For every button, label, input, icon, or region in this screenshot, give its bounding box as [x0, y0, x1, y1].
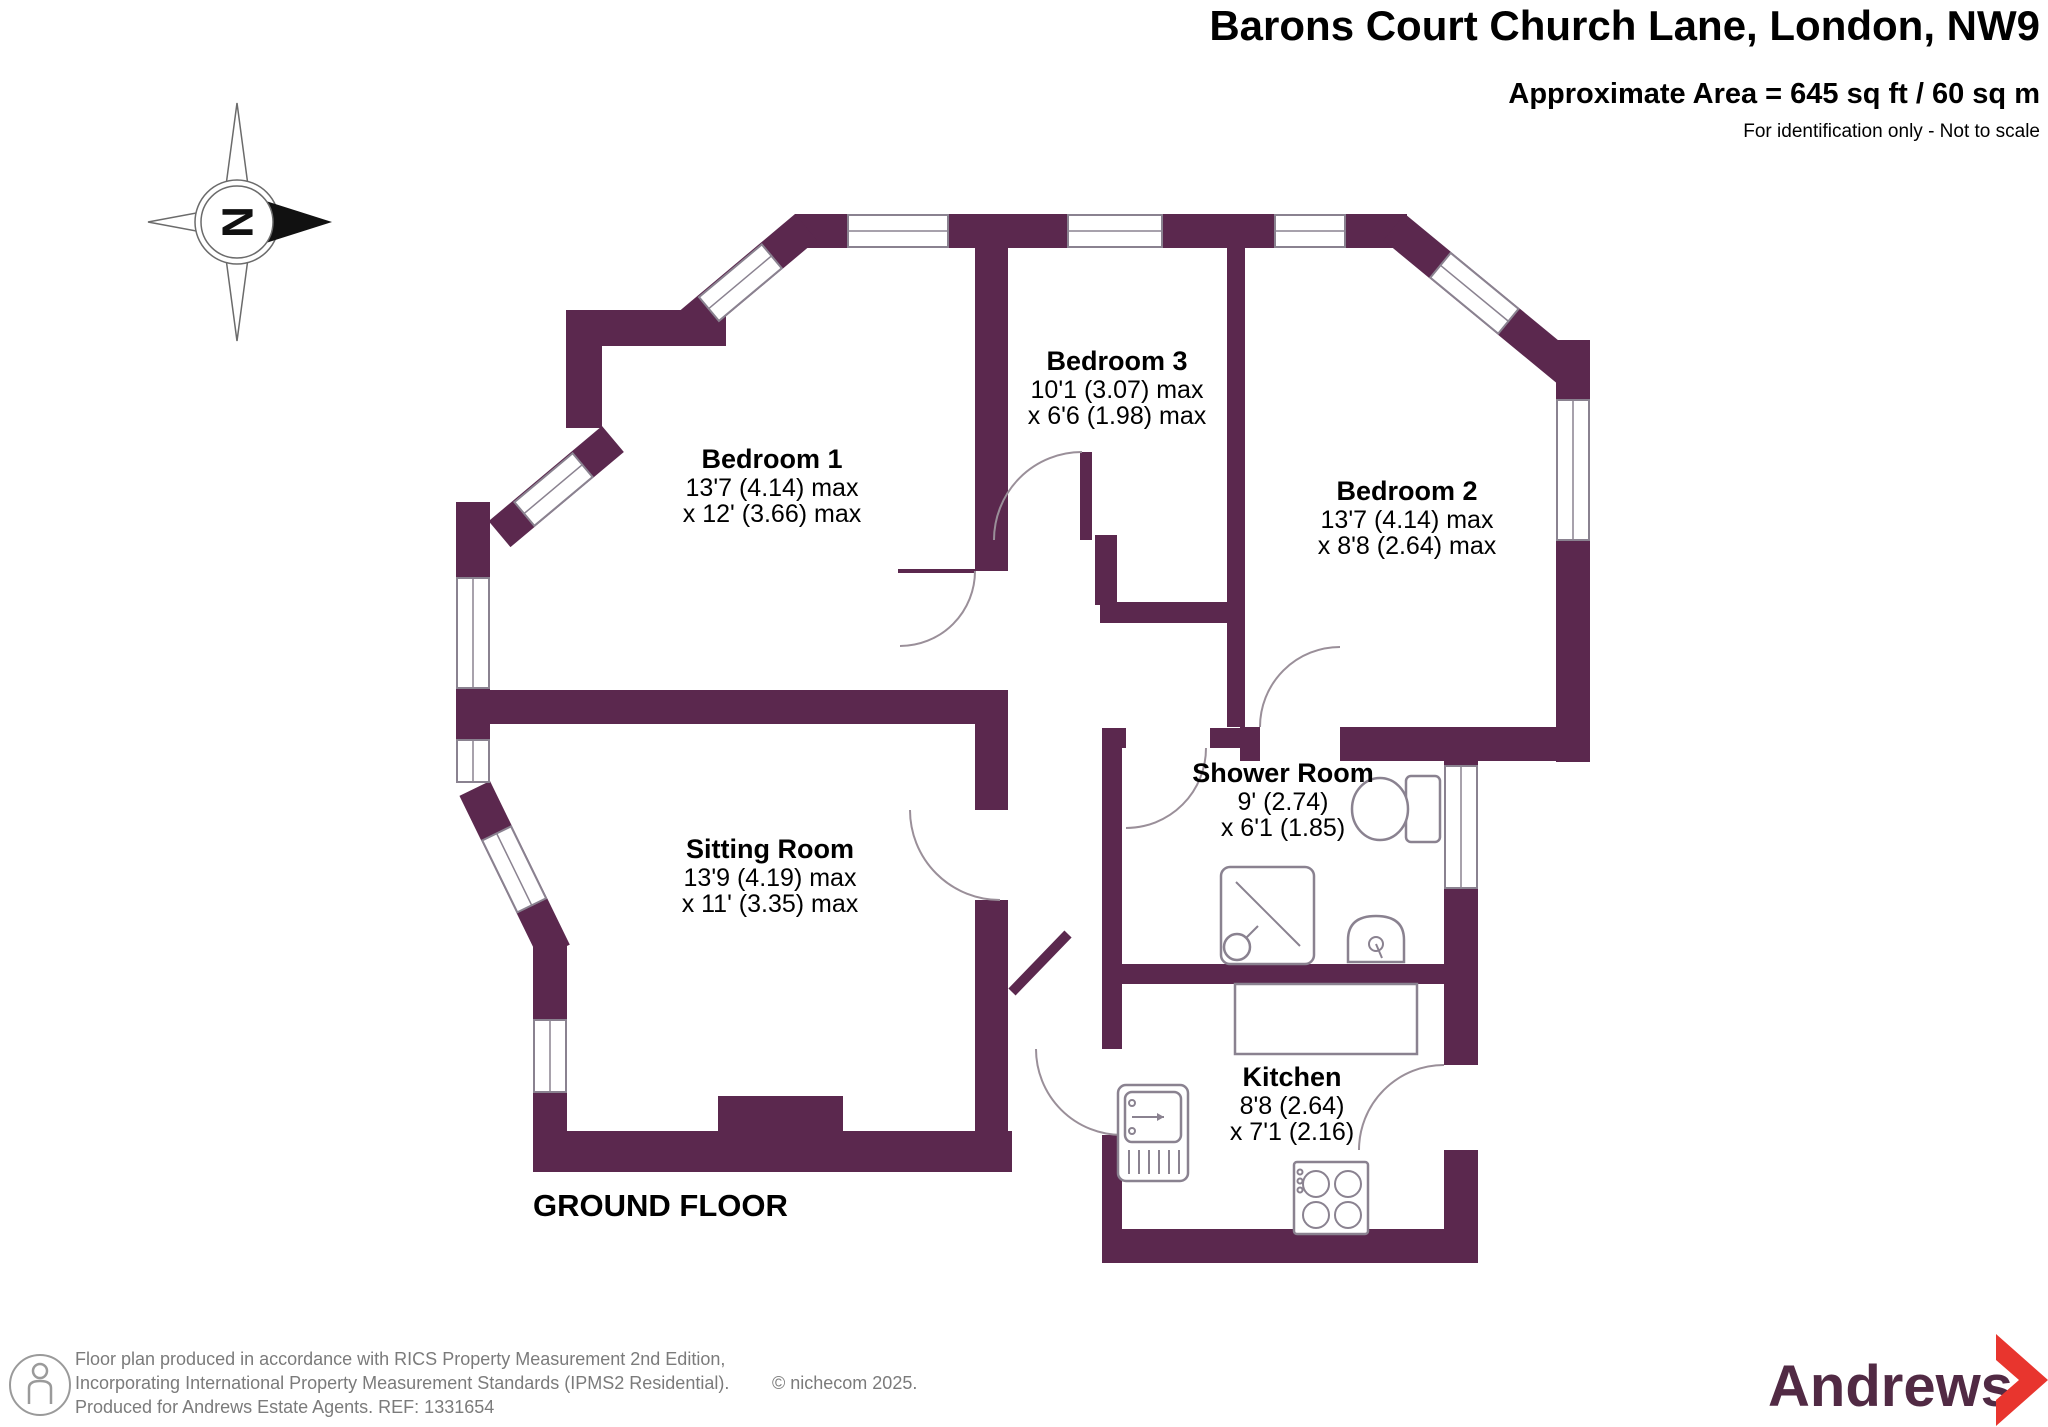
room-dim2: x 6'1 (1.85) [1221, 814, 1345, 842]
room-dim2: x 8'8 (2.64) max [1318, 532, 1497, 560]
shower-door-arc [1125, 747, 1207, 829]
kitchen-right-door-arc [1358, 1064, 1445, 1151]
bedroom3-door-arc [993, 451, 1083, 541]
room-dim1: 13'7 (4.14) max [686, 474, 859, 502]
room-labels: Bedroom 1 13'7 (4.14) max x 12' (3.66) m… [682, 346, 1497, 1146]
toilet-icon [1350, 774, 1442, 844]
door-arcs [899, 451, 1445, 1151]
room-dim1: 10'1 (3.07) max [1031, 376, 1204, 404]
room-label-bedroom1: Bedroom 1 13'7 (4.14) max x 12' (3.66) m… [683, 444, 862, 528]
sitting-door-arc [909, 809, 1001, 901]
room-dim1: 13'7 (4.14) max [1321, 506, 1494, 534]
footer: Floor plan produced in accordance with R… [9, 1349, 917, 1417]
area-subtitle: Approximate Area = 645 sq ft / 60 sq m [1508, 78, 2040, 110]
brand-chevron-icon [1996, 1334, 2048, 1426]
footer-line2: Incorporating International Property Mea… [75, 1373, 729, 1393]
bedroom2-door-arc [1259, 646, 1341, 728]
room-dim1: 8'8 (2.64) [1240, 1092, 1345, 1120]
footer-copyright: © nichecom 2025. [772, 1373, 917, 1393]
walls [456, 213, 1590, 1263]
room-dim2: x 12' (3.66) max [683, 500, 862, 528]
shower-tray-icon [1219, 865, 1316, 966]
bedroom3-door-leaf [1080, 452, 1092, 540]
room-dim2: x 11' (3.35) max [682, 890, 859, 918]
brand-wordmark: Andrews [1768, 1354, 2013, 1419]
entrance-door-leaf [1008, 930, 1072, 996]
room-dim1: 13'9 (4.19) max [684, 864, 857, 892]
room-dim2: x 6'6 (1.98) max [1028, 402, 1207, 430]
page-title: Barons Court Church Lane, London, NW9 [1209, 2, 2040, 49]
basin-icon [1346, 914, 1406, 964]
windows [456, 214, 1590, 1093]
room-label-bedroom2: Bedroom 2 13'7 (4.14) max x 8'8 (2.64) m… [1318, 476, 1497, 560]
header: Barons Court Church Lane, London, NW9 Ap… [1209, 2, 2040, 142]
room-label-sitting-room: Sitting Room 13'9 (4.19) max x 11' (3.35… [682, 834, 859, 918]
room-name: Bedroom 3 [1046, 346, 1187, 376]
room-label-kitchen: Kitchen 8'8 (2.64) x 7'1 (2.16) [1230, 1062, 1354, 1146]
floor-label: GROUND FLOOR [533, 1188, 788, 1223]
person-icon [9, 1354, 71, 1416]
room-dim2: x 7'1 (2.16) [1230, 1118, 1354, 1146]
footer-line1: Floor plan produced in accordance with R… [75, 1349, 725, 1369]
footer-line3: Produced for Andrews Estate Agents. REF:… [75, 1397, 494, 1417]
kitchen-sink-icon [1116, 1083, 1190, 1183]
room-name: Bedroom 1 [701, 444, 842, 474]
kitchen-worktop [1233, 982, 1419, 1056]
fixtures [1116, 774, 1442, 1236]
room-label-shower-room: Shower Room 9' (2.74) x 6'1 (1.85) [1192, 758, 1374, 842]
room-label-bedroom3: Bedroom 3 10'1 (3.07) max x 6'6 (1.98) m… [1028, 346, 1207, 430]
room-name: Sitting Room [686, 834, 854, 864]
identification-note: For identification only - Not to scale [1743, 121, 2040, 142]
hob-icon [1292, 1160, 1370, 1236]
room-name: Shower Room [1192, 758, 1374, 788]
kitchen-hall-door-arc [1035, 1048, 1123, 1136]
compass-icon: N [147, 102, 332, 342]
andrews-logo: Andrews [1768, 1334, 2048, 1426]
room-name: Kitchen [1242, 1062, 1341, 1092]
bedroom1-door-arc [899, 570, 976, 647]
compass-north-letter: N [213, 206, 262, 238]
room-name: Bedroom 2 [1336, 476, 1477, 506]
room-dim1: 9' (2.74) [1238, 788, 1329, 816]
